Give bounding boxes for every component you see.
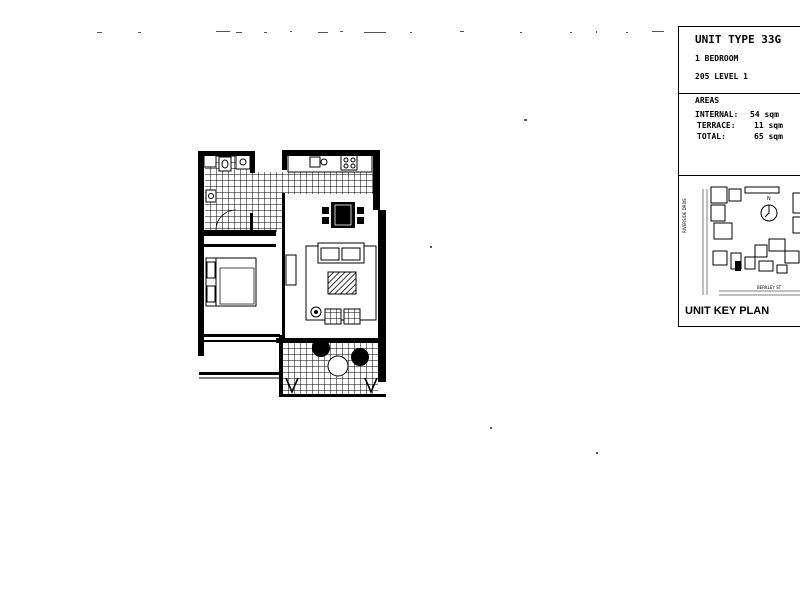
dining-table: [322, 202, 364, 228]
unit-header: UNIT TYPE 33G 1 BEDROOM 205 LEVEL 1: [679, 27, 800, 94]
hall-floor: [253, 194, 283, 232]
key-plan-section: N RIVERSIDE DRIVE BERKLEY ST UNIT KEY PL…: [679, 175, 800, 328]
street-label-riverside: RIVERSIDE DRIVE: [682, 198, 687, 233]
kitchen-floor: [253, 172, 373, 194]
unit-type-label: UNIT TYPE 33G: [695, 33, 782, 46]
north-label: N: [767, 196, 771, 202]
area-internal-value: 54 sqm: [750, 110, 779, 119]
scan-noise: [97, 31, 664, 454]
unit-info-panel: UNIT TYPE 33G 1 BEDROOM 205 LEVEL 1 AREA…: [678, 26, 800, 327]
area-total-value: 65 sqm: [754, 132, 783, 141]
unit-key-plan-label: UNIT KEY PLAN: [685, 305, 770, 317]
area-internal-label: INTERNAL:: [695, 110, 739, 119]
area-total-label: TOTAL:: [697, 132, 726, 141]
living-room: [305, 242, 377, 325]
areas-section: AREAS INTERNAL: 54 sqm TERRACE: 11 sqm T…: [679, 93, 800, 176]
area-terrace-value: 11 sqm: [754, 121, 783, 130]
terrace: [283, 339, 378, 395]
bedroom: [205, 254, 297, 307]
bedroom-count: 1 BEDROOM: [695, 54, 739, 63]
kitchen-bench: [287, 153, 373, 173]
areas-heading: AREAS: [695, 96, 720, 105]
unit-level: 205 LEVEL 1: [695, 72, 748, 81]
key-plan-map: N: [702, 186, 800, 296]
walls: [198, 150, 386, 397]
bathroom: [203, 154, 253, 231]
street-label-berkley: BERKLEY ST: [757, 285, 782, 290]
area-terrace-label: TERRACE:: [697, 121, 736, 130]
